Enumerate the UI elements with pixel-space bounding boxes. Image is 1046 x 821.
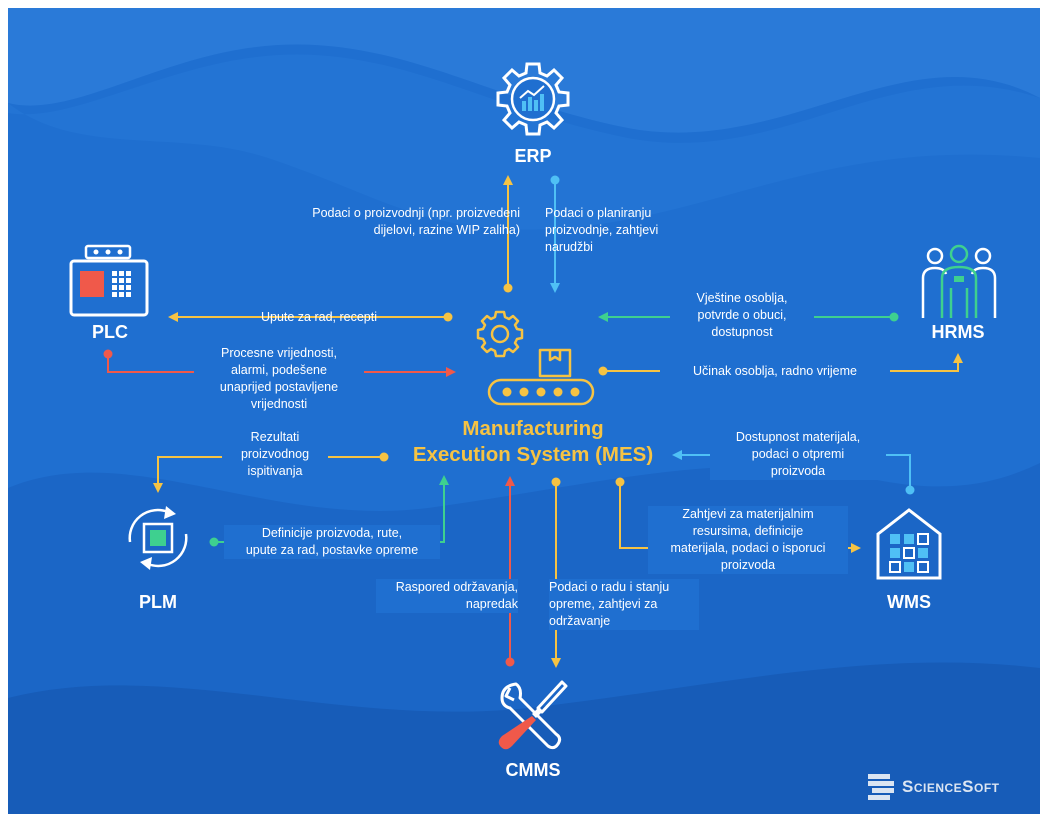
cmms-tools-icon: [498, 680, 568, 750]
erp-in-dot: [550, 175, 560, 185]
mes-conveyor-icon: [476, 310, 595, 406]
hrms-out-dot: [598, 366, 608, 376]
plm-out-dot: [379, 452, 389, 462]
hrms-in-label: Vještine osoblja, potvrde o obuci, dostu…: [670, 290, 814, 341]
plc-label: PLC: [92, 322, 128, 342]
sciencesoft-logo-icon: [868, 774, 894, 800]
mes-title: Manufacturing Execution System (MES): [412, 417, 654, 466]
wms-warehouse-icon: [876, 508, 942, 580]
plc-in-dot: [103, 349, 113, 359]
wms-out-label: Zahtjevi za materijalnim resursima, defi…: [648, 506, 848, 574]
plc-controller-icon: [69, 244, 149, 317]
bg-wave: [8, 8, 1040, 133]
sciencesoft-logo: ScienceSoft: [866, 770, 1036, 804]
plm-in-dot: [209, 537, 219, 547]
cmms-label: CMMS: [505, 760, 561, 780]
plc-in-label: Procesne vrijednosti, alarmi, podešene u…: [194, 345, 364, 413]
plc-out-dot: [443, 312, 453, 322]
cmms-in-dot: [505, 657, 515, 667]
erp-out-label: Podaci o proizvodnji (npr. proizvedeni d…: [312, 206, 520, 237]
hrms-people-icon: [921, 244, 997, 318]
erp-gear-chart-icon: [496, 62, 570, 136]
plm-in-label: Definicije proizvoda, rute, upute za rad…: [224, 525, 440, 559]
erp-in-label: Podaci o planiranju proizvodnje, zahtjev…: [545, 206, 659, 254]
hrms-in-dot: [889, 312, 899, 322]
erp-label: ERP: [514, 146, 552, 166]
plm-label: PLM: [139, 592, 177, 612]
plm-out-label: Rezultati proizvodnog ispitivanja: [222, 429, 328, 480]
mes-integration-diagram: ERP PLC HRMS: [8, 8, 1040, 814]
erp-out-dot: [503, 283, 513, 293]
hrms-label: HRMS: [931, 322, 985, 342]
cmms-out-dot: [551, 477, 561, 487]
brand-name: ScienceSoft: [902, 777, 1000, 796]
cmms-out-label: Podaci o radu i stanju opreme, zahtjevi …: [549, 579, 699, 630]
wms-label: WMS: [887, 592, 931, 612]
wms-out-dot: [615, 477, 625, 487]
bg-wave: [8, 54, 1040, 230]
cmms-in-label: Raspored održavanja, napredak: [376, 579, 518, 613]
wms-in-label: Dostupnost materijala, podaci o otpremi …: [710, 429, 886, 480]
wms-in-dot: [905, 485, 915, 495]
plc-out-label: Upute za rad, recepti: [260, 310, 378, 324]
plm-cycle-icon: [128, 506, 188, 570]
hrms-out-label: Učinak osoblja, radno vrijeme: [660, 363, 890, 380]
bg-wave: [8, 662, 1040, 814]
